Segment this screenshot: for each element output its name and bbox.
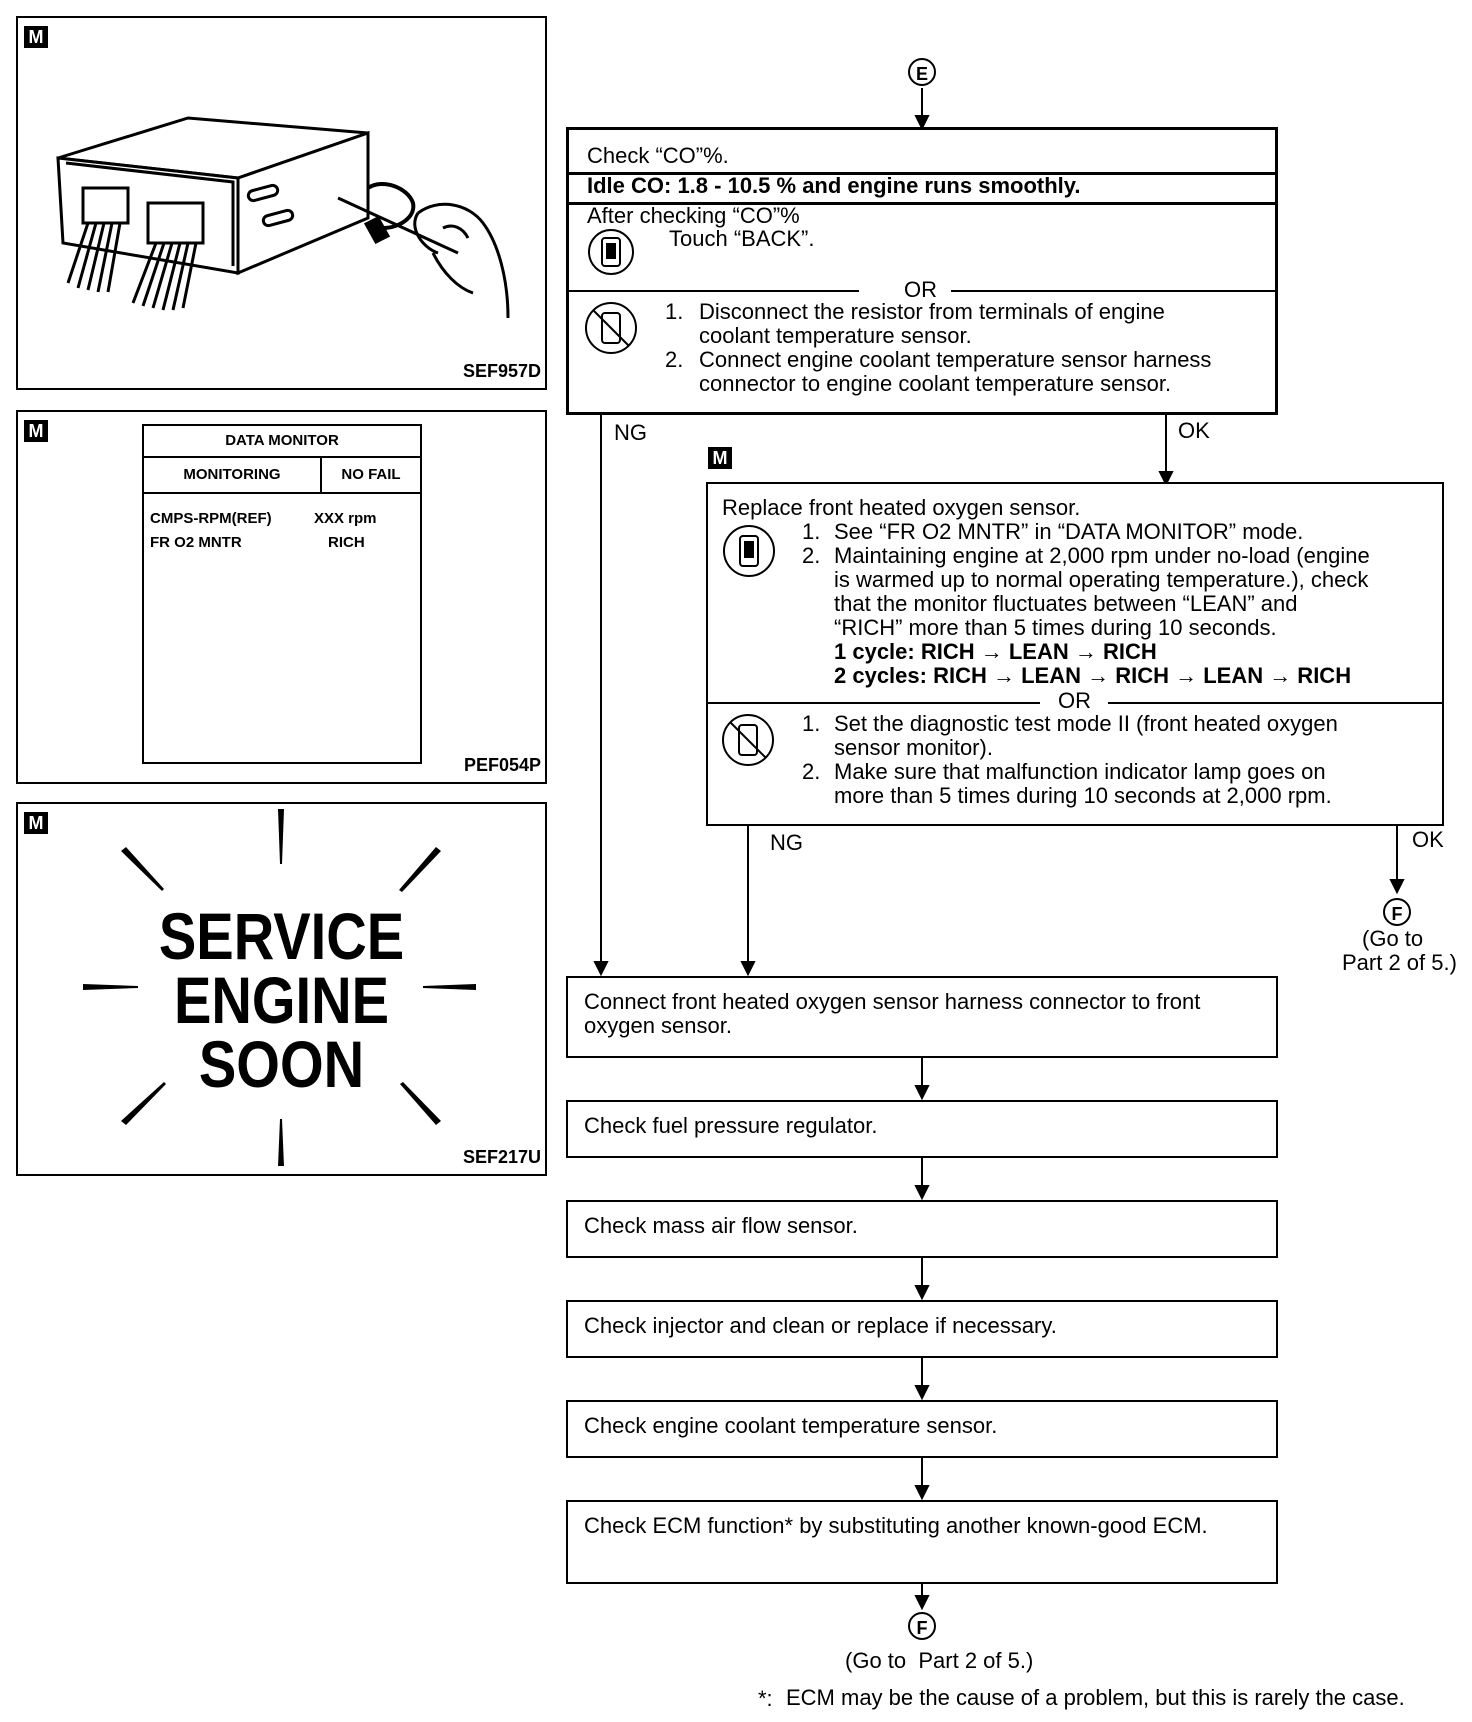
o2-step-2-d: “RICH” more than 5 times during 10 secon… [834,615,1277,640]
ok-label-2: OK [1412,827,1444,852]
engine-text: ENGINE [173,963,390,1037]
or-divider: OR [1058,688,1091,713]
m-badge: M [24,26,48,48]
step-1-line-b: coolant temperature sensor. [699,323,972,348]
step-check-maf-sensor: Check mass air flow sensor. [566,1200,1278,1258]
no-tool-icon [585,302,637,354]
row1-name: CMPS-RPM(REF) [150,510,272,527]
or-divider: OR [904,277,937,302]
touch-back-text: Touch “BACK”. [669,226,815,251]
data-monitor-screen: DATA MONITOR MONITORING NO FAIL CMPS-RPM… [142,424,422,764]
step-check-fuel-pressure-regulator: Check fuel pressure regulator. [566,1100,1278,1158]
warning-rays-icon [83,809,476,1166]
data-monitor-title: DATA MONITOR [225,432,339,449]
step-1-num: 1. [665,299,684,324]
connector-f: F [1383,898,1411,926]
footnote-text: ECM may be the cause of a problem, but t… [786,1685,1405,1710]
step-text: Check engine coolant temperature sensor. [584,1413,998,1438]
idle-co-spec: Idle CO: 1.8 - 10.5 % and engine runs sm… [587,173,1081,198]
step-2-line-b: connector to engine coolant temperature … [699,371,1172,396]
step-text: Check fuel pressure regulator. [584,1113,878,1138]
step-connect-o2-harness: Connect front heated oxygen sensor harne… [566,976,1278,1058]
replace-o2-sensor-box: Replace front heated oxygen sensor. 1. S… [706,482,1444,826]
row2-name: FR O2 MNTR [150,534,242,551]
m-badge: M [24,812,48,834]
cycle-1-def: 1 cycle: RICH → LEAN → RICH [834,639,1157,664]
after-checking-text: After checking “CO”% [587,203,800,228]
monitoring-header: MONITORING [183,466,281,483]
connector-e: E [908,58,936,86]
ecm-illustration-panel: M SEF957D [16,16,547,390]
goto-part2-b: Part 2 of 5.) [1342,950,1457,975]
step-text: Connect front heated oxygen sensor harne… [584,989,1201,1038]
check-co-title: Check “CO”%. [587,143,729,168]
mode-step-2-a: Make sure that malfunction indicator lam… [834,759,1326,784]
mode-step-1-num: 1. [802,711,821,736]
o2-step-1: See “FR O2 MNTR” in “DATA MONITOR” mode. [834,519,1304,544]
ng-label-1: NG [614,420,647,445]
footnote-mark: *: [758,1686,773,1711]
o2-step-1-num: 1. [802,519,821,544]
step-text: Check mass air flow sensor. [584,1213,858,1238]
figure-code: SEF217U [462,1147,541,1167]
check-co-box: Check “CO”%. Idle CO: 1.8 - 10.5 % and e… [566,127,1278,415]
row2-value: RICH [328,534,365,551]
service-engine-soon-panel: M SERVICE ENGINE SOON SEF217U [16,802,547,1176]
mode-step-2-b: more than 5 times during 10 seconds at 2… [834,783,1332,808]
step-1-line-a: Disconnect the resistor from terminals o… [699,299,1165,324]
service-text: SERVICE [158,899,405,973]
connector-f-bottom: F [908,1612,936,1640]
step-2-num: 2. [665,347,684,372]
consult-tool-icon [723,525,775,577]
soon-text: SOON [198,1027,365,1101]
ng-label-2: NG [770,830,803,855]
step-text: Check injector and clean or replace if n… [584,1313,1057,1338]
ok-label-1: OK [1178,418,1210,443]
m-badge: M [24,420,48,442]
mode-step-2-num: 2. [802,759,821,784]
mode-step-1-a: Set the diagnostic test mode II (front h… [834,711,1338,736]
step-2-line-a: Connect engine coolant temperature senso… [699,347,1212,372]
m-badge: M [708,447,732,469]
ecm-unit-illustration [56,116,510,319]
figure-code: SEF957D [462,361,541,381]
replace-o2-title: Replace front heated oxygen sensor. [722,495,1081,520]
no-fail-header: NO FAIL [341,466,401,483]
o2-step-2-num: 2. [802,543,821,568]
goto-part2-bottom: (Go to Part 2 of 5.) [845,1648,1034,1673]
mode-step-1-b: sensor monitor). [834,735,993,760]
cycle-2-def: 2 cycles: RICH → LEAN → RICH → LEAN → RI… [834,663,1352,688]
o2-step-2-a: Maintaining engine at 2,000 rpm under no… [834,543,1370,568]
step-text: Check ECM function* by substituting anot… [584,1513,1208,1538]
figure-code: PEF054P [463,755,541,775]
step-check-ecm-function: Check ECM function* by substituting anot… [566,1500,1278,1584]
step-check-ect-sensor: Check engine coolant temperature sensor. [566,1400,1278,1458]
row1-value: XXX rpm [314,510,377,527]
step-check-injector: Check injector and clean or replace if n… [566,1300,1278,1358]
o2-step-2-c: that the monitor fluctuates between “LEA… [834,591,1298,616]
data-monitor-panel: M DATA MONITOR MONITORING NO FAIL CMPS-R… [16,410,547,784]
no-tool-icon [722,714,774,766]
consult-tool-icon [588,229,634,275]
goto-part2-a: (Go to [1362,926,1424,951]
o2-step-2-b: is warmed up to normal operating tempera… [834,567,1369,592]
